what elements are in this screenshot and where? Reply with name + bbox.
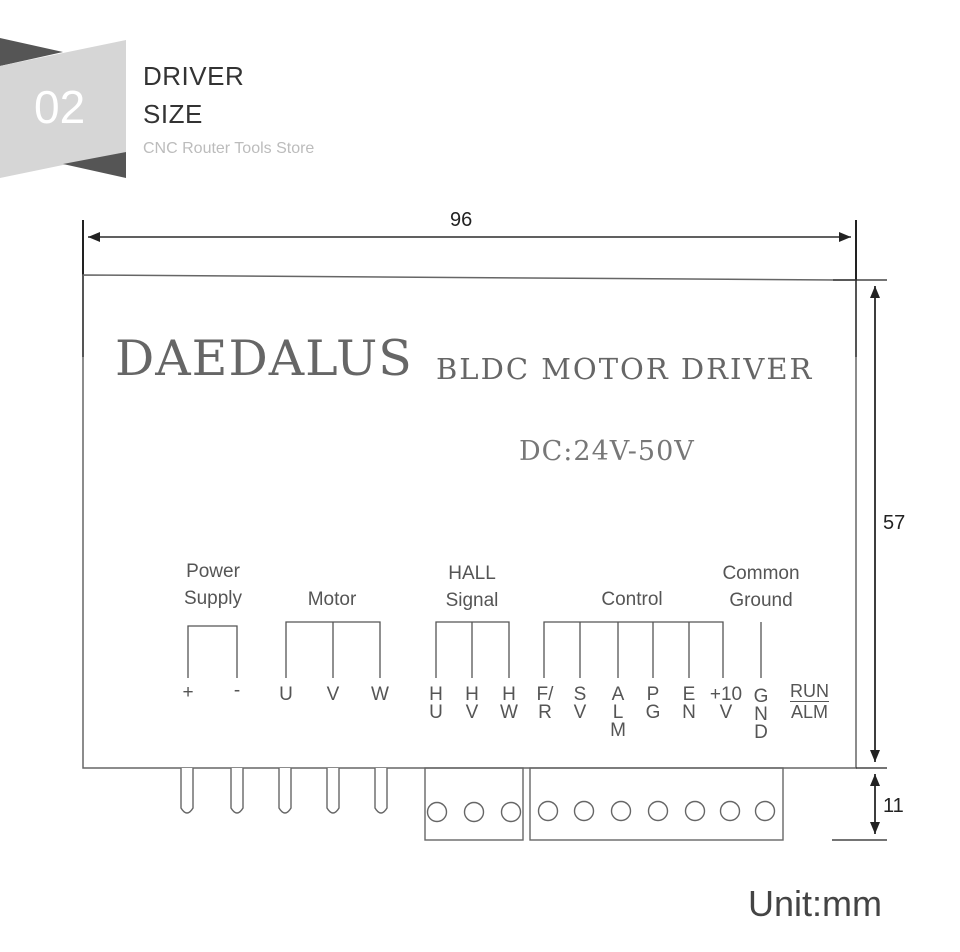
motor-label: Motor [307,589,357,610]
pin-label-gnd: G N D [753,686,769,743]
pin-label-w: W [371,684,389,705]
alm-led-label: ALM [790,702,828,722]
model-name: BLDC MOTOR DRIVER [436,352,814,386]
height-dimension-line [833,279,887,769]
header-title-line1: DRIVER [143,61,245,91]
control-connector [529,767,784,841]
pin-label-plus: + [182,682,194,703]
badge-light-shape [0,40,126,178]
header-title-line2: SIZE [143,99,203,129]
unit-label: Unit:mm [748,883,882,924]
hall-connector [424,767,524,841]
control-bracket [543,621,724,678]
pin-tab-plus [180,768,194,814]
pin-tab-u [278,768,292,814]
badge-number: 02 [34,81,86,133]
pin-label-minus: - [233,680,241,701]
pin-label-hu: H U [429,684,443,723]
voltage-rating: DC:24V-50V [519,436,695,467]
connector-dimension-line [832,774,887,841]
pin-label-v: V [326,684,340,705]
connector-depth-value: 11 [883,795,904,817]
pin-label-hv: H V [465,684,479,723]
motor-bracket [285,621,381,678]
hall-signal-label: HALL Signal [445,563,499,611]
header-subtitle: CNC Router Tools Store [143,140,315,157]
power-bracket [187,625,238,678]
pin-tab-minus [230,768,244,814]
pin-label-plus10v: +10 V [709,684,743,723]
pin-label-u: U [279,684,293,705]
power-supply-label: Power Supply [183,561,243,609]
pin-label-pg: P G [645,684,661,723]
pin-label-hw: H W [500,684,518,723]
pin-label-fr: F/ R [536,684,554,723]
section-badge [0,38,126,178]
control-label: Control [601,589,663,610]
pin-tab-v [326,768,340,814]
pin-label-en: E N [682,684,696,723]
common-ground-label: Common Ground [722,563,800,611]
brand-name: DAEDALUS [115,330,413,387]
pin-label-sv: S V [573,684,587,723]
hall-bracket [435,621,510,678]
pin-label-alm: A L M [610,684,626,741]
badge-dark-top-shape [0,38,63,66]
run-alm-indicator: RUN ALM [790,681,829,722]
pin-tab-w [374,768,388,814]
height-value: 57 [883,512,906,534]
badge-dark-bottom-shape [63,152,126,178]
width-value: 96 [450,209,473,231]
run-led-label: RUN [790,681,829,702]
driver-body-outline [82,274,857,769]
